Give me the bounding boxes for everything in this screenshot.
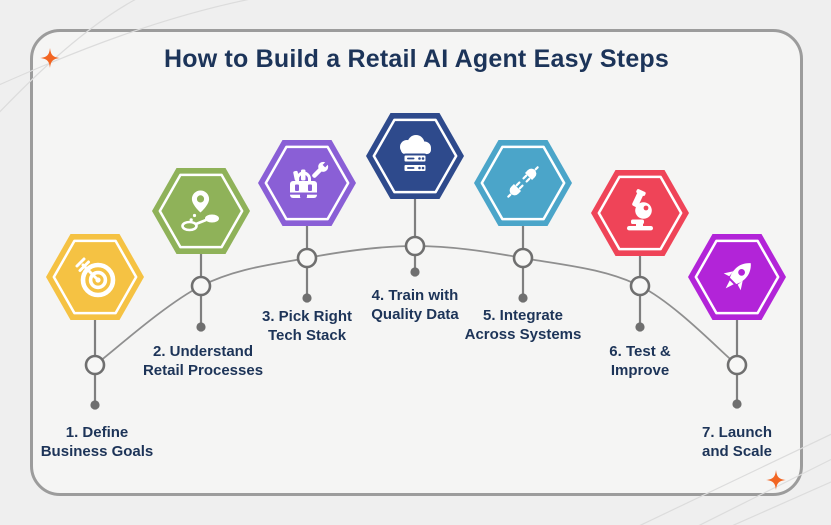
cloud-server-icon bbox=[400, 135, 431, 173]
target-dart-icon bbox=[75, 257, 116, 298]
step-label-5: 5. Integrate Across Systems bbox=[464, 307, 582, 343]
step-hexagon-5 bbox=[474, 140, 572, 226]
step-hexagon-6 bbox=[591, 170, 689, 256]
step-label-7: 7. Launch and Scale bbox=[701, 424, 773, 460]
step-hexagon-4 bbox=[366, 113, 464, 199]
step-label-3: 3. Pick Right Tech Stack bbox=[261, 308, 353, 344]
rocket-icon bbox=[723, 263, 751, 291]
step-label-2: 2. Understand Retail Processes bbox=[142, 343, 264, 379]
step-hexagon-7 bbox=[688, 234, 786, 320]
step-hexagon-2 bbox=[152, 168, 250, 254]
toolbox-wrench-icon bbox=[290, 160, 330, 198]
step-hexagon-1 bbox=[46, 234, 144, 320]
microscope-icon bbox=[627, 189, 653, 231]
step-label-6: 6. Test & Improve bbox=[609, 343, 671, 379]
page-title: How to Build a Retail AI Agent Easy Step… bbox=[163, 45, 670, 73]
step-label-1: 1. Define Business Goals bbox=[40, 424, 154, 460]
route-pin-icon bbox=[181, 190, 219, 232]
step-hexagon-3 bbox=[258, 140, 356, 226]
plug-integration-icon bbox=[507, 166, 539, 198]
step-label-4: 4. Train with Quality Data bbox=[371, 287, 459, 323]
